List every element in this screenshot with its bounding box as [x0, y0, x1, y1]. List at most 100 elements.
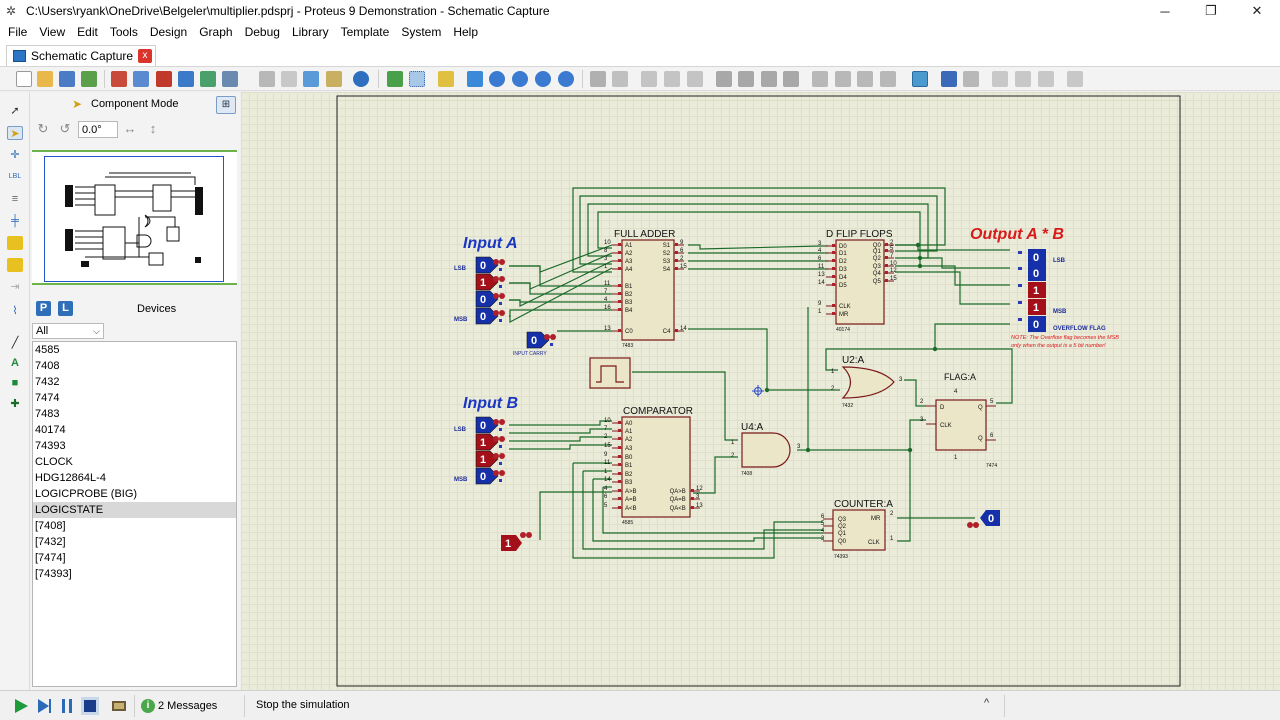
make-device-icon[interactable] [835, 71, 851, 87]
menu-debug[interactable]: Debug [244, 25, 280, 39]
menu-help[interactable]: Help [453, 25, 479, 39]
junction-dot-icon[interactable]: ✛ [10, 149, 20, 161]
clock-generator[interactable] [589, 357, 631, 389]
input-a-bit-0[interactable] [475, 256, 499, 274]
import-icon[interactable] [81, 71, 97, 87]
input-b-bit-3[interactable] [475, 467, 499, 485]
menu-library[interactable]: Library [291, 25, 329, 39]
overview-viewport[interactable] [44, 156, 224, 282]
symbol-icon[interactable]: ■ [11, 377, 19, 389]
pan-icon[interactable] [467, 71, 483, 87]
property-assignment-icon[interactable] [963, 71, 979, 87]
close-window-button[interactable]: ✕ [1251, 3, 1263, 18]
block-delete-icon[interactable] [783, 71, 799, 87]
wire-autorouter-icon[interactable] [912, 71, 928, 87]
d-flip-flops-body[interactable] [835, 239, 885, 325]
mirror-horizontal-icon[interactable]: ↔ [123, 121, 137, 136]
device-list-item[interactable]: LOGICSTATE [33, 502, 236, 518]
constant-one-state[interactable] [501, 535, 522, 551]
counter-body[interactable] [832, 509, 886, 551]
device-list-item[interactable]: 4585 [35, 344, 60, 356]
line-icon[interactable]: ╱ [11, 337, 19, 349]
redo-icon[interactable] [612, 71, 628, 87]
package-tool-icon[interactable] [857, 71, 873, 87]
pick-device-icon[interactable] [812, 71, 828, 87]
bus-icon[interactable]: ╪ [11, 215, 19, 227]
and-gate[interactable] [741, 432, 791, 468]
graph-icon[interactable]: ⌇ [12, 305, 18, 317]
undo-icon[interactable] [590, 71, 606, 87]
schematic-view-icon[interactable] [133, 71, 149, 87]
rotate-anticlockwise-icon[interactable]: ↺ [59, 121, 71, 136]
menu-template[interactable]: Template [340, 25, 390, 39]
netlist-icon[interactable] [1038, 71, 1054, 87]
origin-icon[interactable] [438, 71, 454, 87]
search-icon[interactable] [303, 71, 319, 87]
input-b-bit-0[interactable] [475, 416, 499, 434]
block-rotate-icon[interactable] [761, 71, 777, 87]
input-b-bit-2[interactable] [475, 450, 499, 468]
messages-indicator[interactable]: i 2 Messages [141, 696, 217, 716]
full-adder-body[interactable] [621, 239, 675, 341]
comparator-body[interactable] [621, 416, 691, 518]
device-list-item[interactable]: 7432 [35, 376, 60, 388]
device-list-item[interactable]: HDG12864L-4 [35, 472, 106, 484]
device-pin-icon[interactable]: ⇥ [10, 281, 20, 293]
text-icon[interactable]: A [11, 357, 19, 369]
bom-icon[interactable] [259, 71, 275, 87]
device-list-item[interactable]: 40174 [35, 424, 66, 436]
menu-system[interactable]: System [401, 25, 442, 39]
notes-icon[interactable] [326, 71, 342, 87]
rotation-angle-input[interactable] [78, 121, 118, 138]
play-icon[interactable] [12, 697, 30, 715]
3d-view-icon[interactable] [178, 71, 194, 87]
home-icon[interactable] [111, 71, 127, 87]
subcircuit-icon[interactable] [7, 236, 23, 250]
zoom-in-icon[interactable] [489, 71, 505, 87]
tab-schematic-capture[interactable]: Schematic Capture x [6, 45, 157, 66]
paste-icon[interactable] [687, 71, 703, 87]
electrical-rule-check-icon[interactable] [1067, 71, 1083, 87]
pcb-layout-icon[interactable] [156, 71, 172, 87]
cut-icon[interactable] [641, 71, 657, 87]
minimize-button[interactable]: ─ [1160, 3, 1170, 19]
marker-icon[interactable]: ✚ [10, 398, 20, 410]
input-b-bit-1[interactable] [475, 433, 499, 451]
refresh-icon[interactable] [387, 71, 403, 87]
pick-parts-button[interactable]: P [36, 301, 51, 316]
gerber-icon[interactable] [200, 71, 216, 87]
device-filter-select[interactable]: All ⌵ [32, 323, 104, 339]
device-list-item[interactable]: 7474 [35, 392, 60, 404]
text-script-icon[interactable]: ≡ [11, 193, 19, 205]
menu-tools[interactable]: Tools [109, 25, 138, 39]
input-a-bit-1[interactable] [475, 273, 499, 291]
input-a-bit-2[interactable] [475, 290, 499, 308]
device-list-item[interactable]: [7408] [35, 520, 66, 532]
stop-icon[interactable] [81, 697, 99, 715]
back-icon[interactable] [281, 71, 297, 87]
decompose-icon[interactable] [880, 71, 896, 87]
remove-sheet-icon[interactable] [1015, 71, 1031, 87]
open-folder-icon[interactable] [37, 71, 53, 87]
new-sheet-icon[interactable] [992, 71, 1008, 87]
device-list-item[interactable]: [7432] [35, 536, 66, 548]
menu-edit[interactable]: Edit [77, 25, 98, 39]
device-list-item[interactable]: [7474] [35, 552, 66, 564]
step-icon[interactable] [35, 697, 53, 715]
pause-icon[interactable] [58, 697, 76, 715]
save-icon[interactable] [59, 71, 75, 87]
input-carry-state[interactable] [526, 331, 550, 349]
flag-flip-flop-body[interactable] [935, 399, 987, 451]
chevron-up-icon[interactable]: ^ [984, 697, 990, 709]
or-gate[interactable] [841, 366, 895, 399]
selection-mode-icon[interactable]: ➚ [10, 105, 20, 117]
search-tag-icon[interactable] [941, 71, 957, 87]
design-explorer-icon[interactable] [222, 71, 238, 87]
component-mode-icon[interactable]: ➤ [7, 126, 23, 140]
device-list-item[interactable]: 74393 [35, 440, 66, 452]
terminals-icon[interactable] [7, 258, 23, 272]
device-list-item[interactable]: [74393] [35, 568, 72, 580]
zoom-out-icon[interactable] [512, 71, 528, 87]
